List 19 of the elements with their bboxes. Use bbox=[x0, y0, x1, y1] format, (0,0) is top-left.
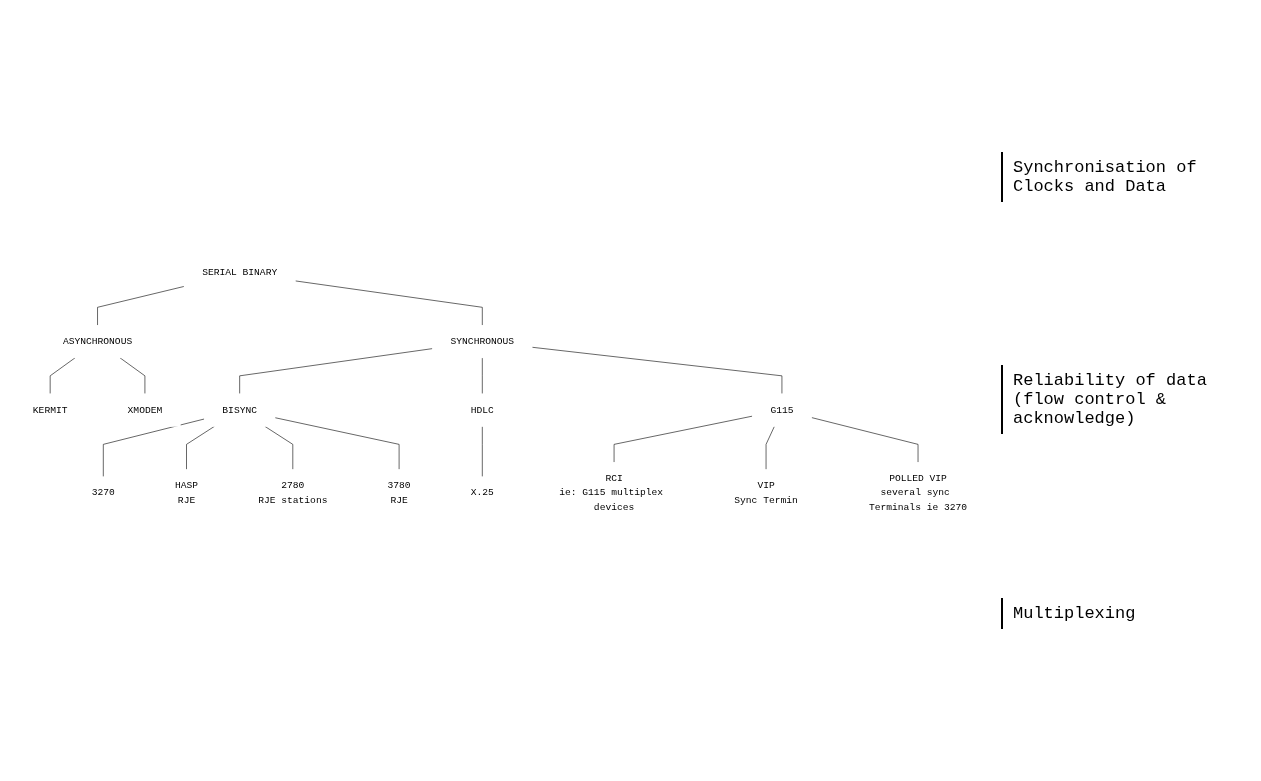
node-text: G115 bbox=[770, 404, 794, 416]
node-text: SYNCHRONOUS bbox=[450, 336, 515, 348]
node-text: XMODEM bbox=[127, 404, 163, 416]
level-note: Multiplexing bbox=[1001, 598, 1251, 630]
node-text: VIP Sync Termin bbox=[734, 480, 798, 506]
node-text: ASYNCHRONOUS bbox=[62, 336, 133, 348]
level-note: Reliability of data (flow control & acknowledge) bbox=[1001, 365, 1251, 435]
node-text: POLLED VIP several sync Terminals ie 3270 bbox=[868, 473, 968, 514]
node-text: BISYNC bbox=[222, 404, 257, 416]
node-text: HASP RJE bbox=[174, 480, 199, 506]
node-text: 3780 RJE bbox=[387, 480, 411, 506]
node-text: 3270 bbox=[91, 487, 115, 499]
node-text: 2780 RJE stations bbox=[258, 480, 328, 506]
node-text: X.25 bbox=[470, 487, 494, 499]
node-text: RCI ie: G115 multiplex devices bbox=[559, 473, 664, 514]
level-note: Synchronisation of Clocks and Data bbox=[1001, 151, 1251, 202]
node-text: KERMIT bbox=[32, 404, 68, 416]
node-text: SERIAL BINARY bbox=[202, 267, 278, 279]
node-text: HDLC bbox=[470, 404, 494, 416]
